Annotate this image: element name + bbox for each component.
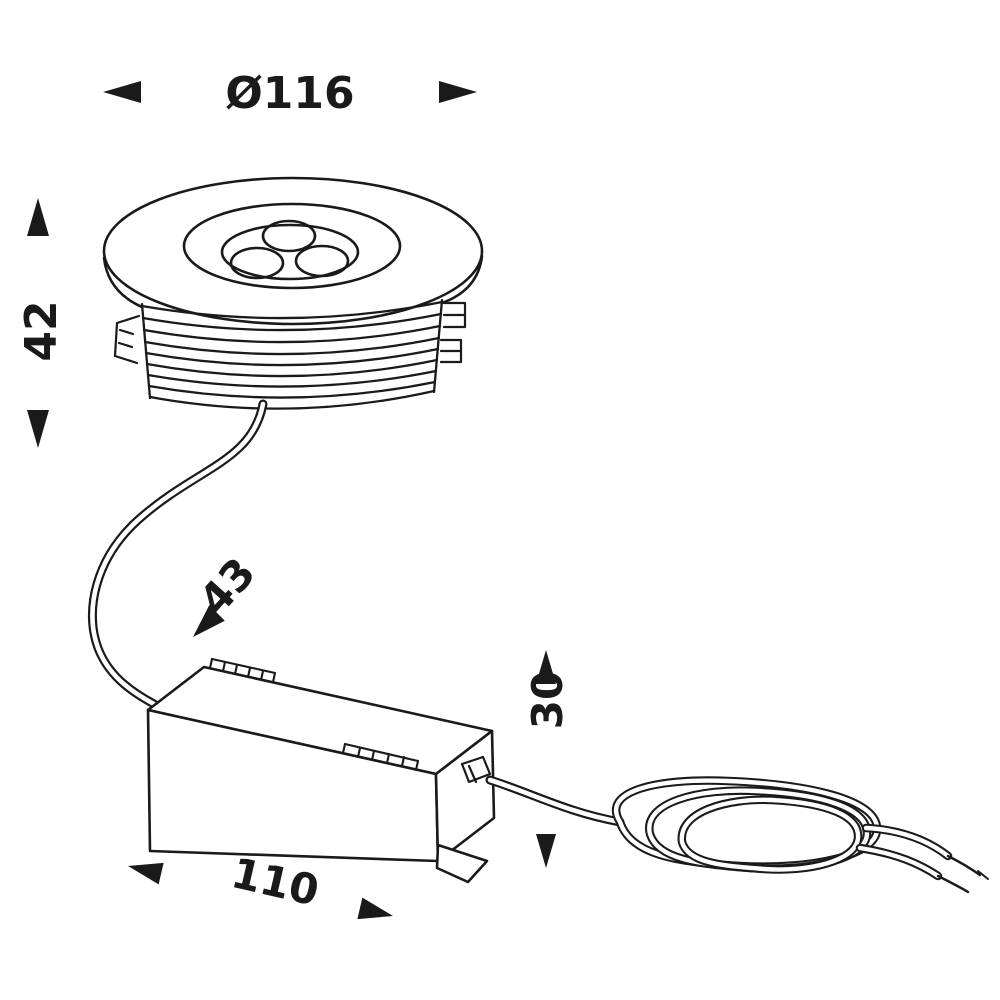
driver-height-label: 30 [523, 671, 572, 729]
led-lens [294, 244, 350, 278]
heatsink-ribs [140, 298, 444, 410]
led-lens [229, 246, 285, 280]
body-edge-left [140, 302, 152, 400]
diameter-label: Ø116 [225, 68, 354, 119]
vent-fins-left [208, 657, 277, 684]
bare-wire-strand [977, 870, 989, 880]
vent-fin-rail [343, 742, 420, 763]
rib [140, 300, 444, 320]
clip-line [118, 328, 135, 336]
dimension-cable-offset: 43 [189, 548, 265, 637]
arrow-up-icon [27, 198, 49, 236]
vent-fin-rail [210, 657, 277, 675]
rib [143, 336, 441, 356]
clip-outline [113, 314, 141, 365]
dimension-recess-height: 42 [16, 198, 67, 448]
vent-fin [221, 660, 227, 673]
arrow-left-icon [128, 862, 164, 885]
arrow-down-left-icon [193, 605, 225, 637]
power-cord [485, 775, 989, 894]
flange-edge-right [440, 254, 484, 305]
gland-nut [460, 755, 492, 784]
rib [145, 358, 439, 378]
arrow-down-icon [27, 410, 49, 448]
wire-end-core [857, 845, 941, 879]
vent-fin [208, 657, 214, 670]
dimension-driver-length: 110 [128, 848, 393, 920]
arrow-right-icon [439, 81, 477, 103]
coil-loop-core [679, 797, 861, 872]
body-edge-right [432, 298, 444, 394]
rib [141, 312, 443, 332]
vent-fin [271, 671, 277, 684]
vent-fin [259, 669, 265, 682]
wire-ends [855, 823, 989, 894]
rib [146, 369, 438, 388]
rib [144, 347, 440, 367]
bare-wire-tip [946, 854, 982, 877]
body-bottom [148, 389, 436, 410]
driver-length-label: 110 [227, 848, 323, 915]
vent-fin [370, 749, 376, 762]
vent-fins-right [341, 742, 420, 772]
lens-opening [220, 223, 360, 281]
cable-offset-label: 43 [189, 548, 265, 624]
clip-line [117, 341, 134, 349]
cord-coil [611, 776, 882, 874]
bare-wire-tip [936, 874, 970, 894]
mounting-clip-left [113, 314, 141, 365]
driver-box [146, 657, 496, 884]
vent-fin [414, 759, 420, 772]
driver-mounting-tab [435, 843, 489, 884]
arrow-down-icon [536, 834, 556, 868]
arrow-up-icon [536, 650, 556, 684]
gland-line [467, 764, 478, 784]
arrow-right-icon [357, 897, 393, 920]
flange-inner-ring [182, 202, 402, 290]
mounting-clip-right [439, 301, 467, 364]
vent-fin [356, 746, 362, 759]
led-lens [261, 219, 317, 253]
flange-edge-left [102, 256, 144, 309]
rib [147, 380, 437, 399]
vent-fin [385, 752, 391, 765]
supply-cable [88, 399, 268, 709]
cable-gland [460, 755, 492, 784]
arrow-left-icon [103, 81, 141, 103]
wire-end-core [863, 825, 951, 859]
dimension-diameter: Ø116 [103, 68, 477, 119]
dimension-driver-height: 30 [523, 650, 572, 868]
rib [142, 324, 442, 344]
recess-height-label: 42 [16, 300, 67, 361]
downlight-fixture [102, 176, 484, 410]
cable-core [90, 401, 266, 707]
vent-fin [341, 742, 347, 755]
cord-core [487, 777, 623, 825]
vent-fin [246, 666, 252, 679]
vent-fin [233, 663, 239, 676]
